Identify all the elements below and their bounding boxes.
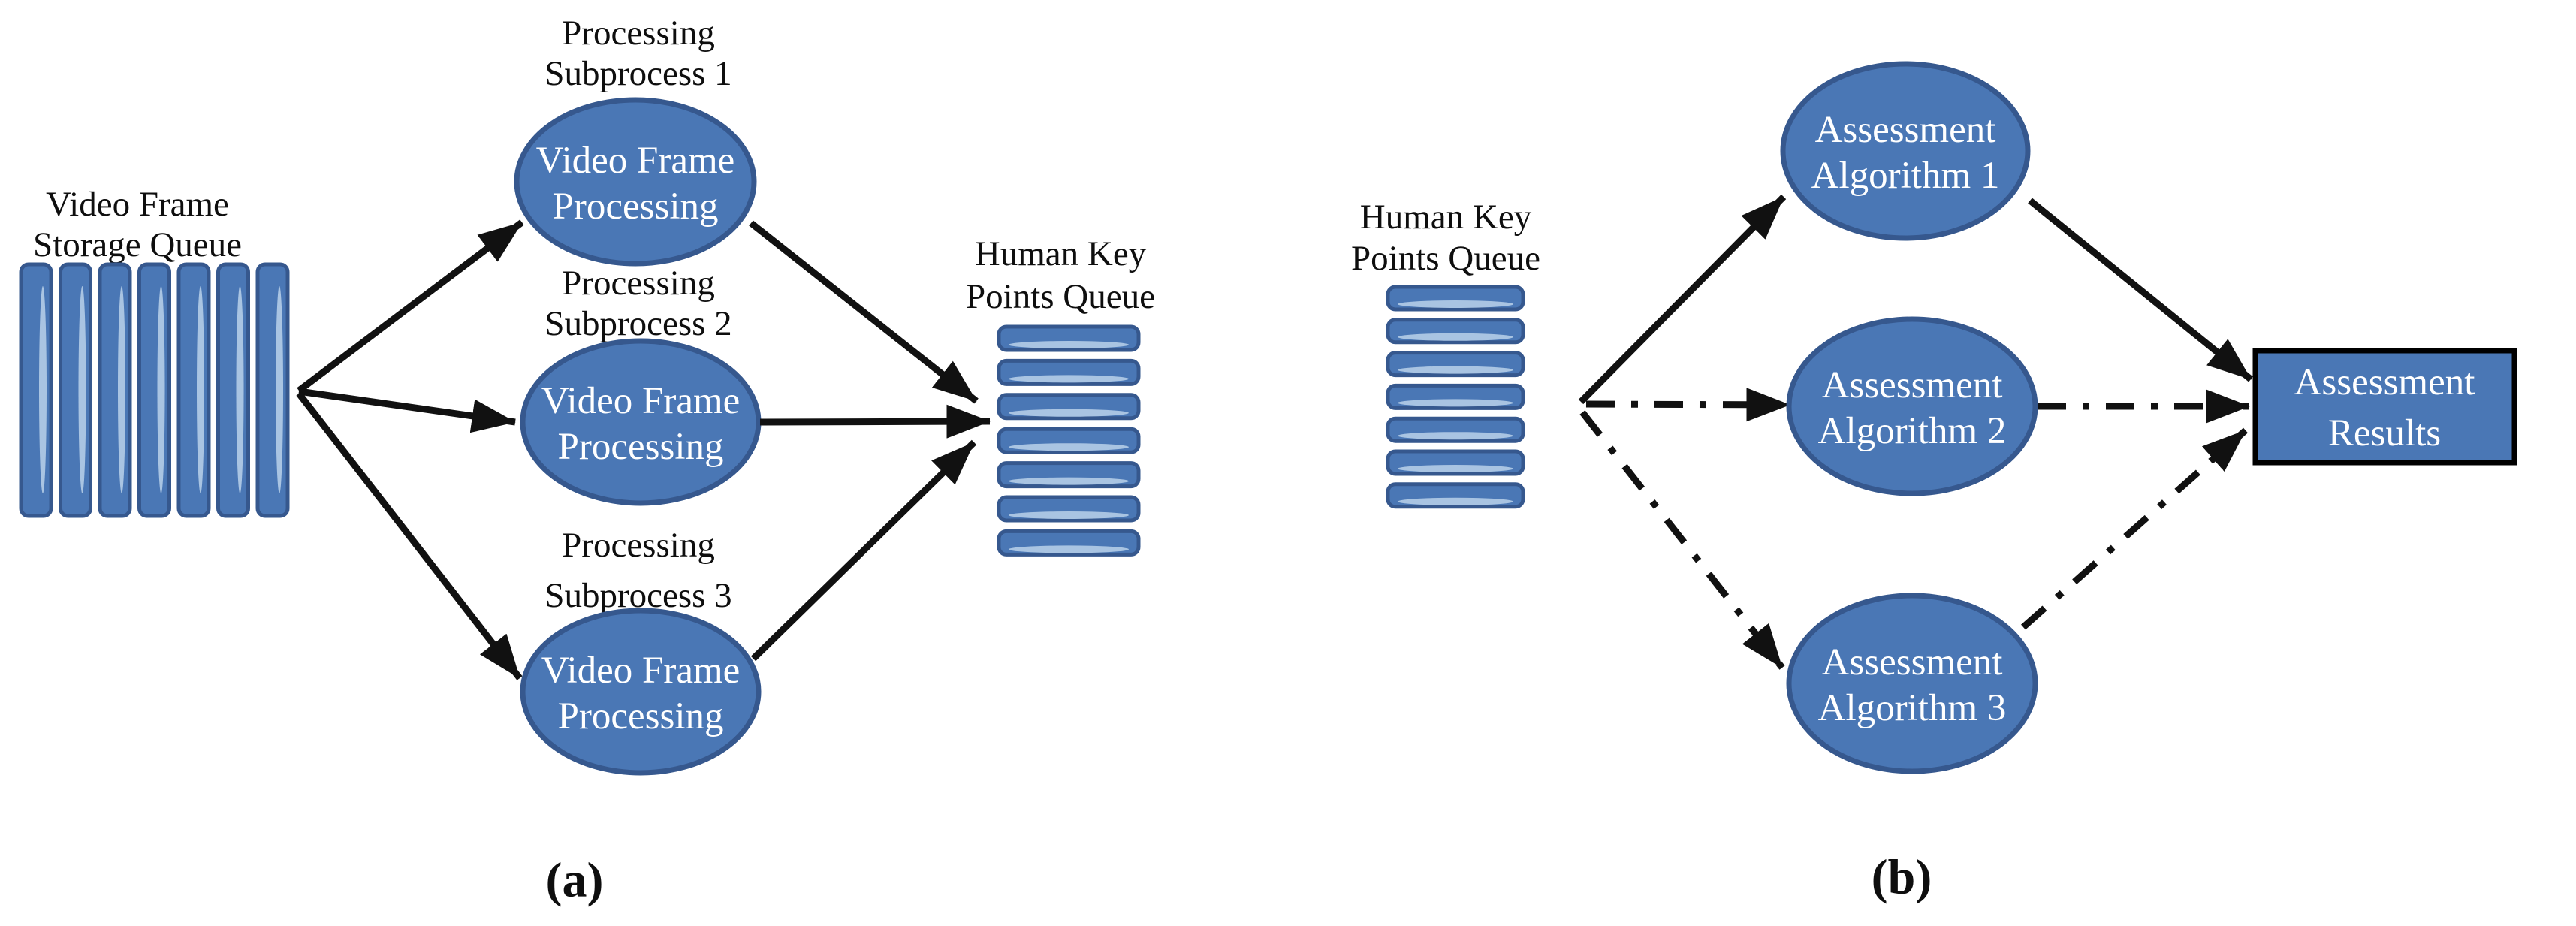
algorithm-2-node	[1786, 316, 2038, 496]
queue-frame-bar	[21, 264, 51, 516]
panel-a-output-queue-label-line2: Points Queue	[966, 277, 1155, 316]
queue-item-bar	[999, 327, 1139, 350]
arrow-queue-to-subprocess-3	[296, 391, 523, 680]
panel-b-input-queue-label-line2: Points Queue	[1351, 239, 1540, 278]
arrow-queue-to-subprocess-1	[297, 219, 524, 394]
queue-frame-bar	[61, 264, 91, 516]
queue-item-bar	[999, 429, 1139, 452]
queue-item-bar	[999, 531, 1139, 554]
queue-item-bar	[1388, 320, 1523, 342]
queue-frame-bar	[258, 264, 288, 516]
queue-item-bar	[1388, 353, 1523, 376]
panel-b-input-queue-label-line1: Human Key	[1360, 198, 1532, 237]
subprocess-1-title-line1: Processing	[562, 14, 715, 53]
arrow-queue-to-algorithm-2	[1585, 388, 1790, 422]
subprocess-1-node-line2: Processing	[553, 186, 719, 228]
human-key-points-queue-b	[1388, 287, 1523, 507]
panel-a-output-queue-label-line1: Human Key	[975, 234, 1147, 273]
arrow-algorithm-1-to-results	[2028, 198, 2253, 382]
subprocess-2-title-line1: Processing	[562, 264, 715, 303]
queue-item-bar	[1388, 418, 1523, 441]
subprocess-1-node	[514, 97, 757, 267]
algorithm-1-node	[1780, 61, 2031, 241]
panel-a-input-queue-label-line2: Storage Queue	[33, 225, 242, 264]
panel-a: Video Frame Storage Queue Processing Sub…	[21, 14, 1155, 908]
algorithm-3-node	[1786, 593, 2038, 774]
queue-item-bar	[1388, 484, 1523, 507]
algorithm-1-node-line2: Algorithm 1	[1811, 155, 2000, 197]
queue-item-bar	[999, 463, 1139, 487]
arrow-algorithm-3-to-results	[2021, 427, 2248, 630]
assessment-results-line2: Results	[2328, 412, 2441, 454]
queue-item-bar	[999, 360, 1139, 384]
queue-frame-bar	[100, 264, 130, 516]
queue-item-bar	[1388, 287, 1523, 309]
algorithm-2-node-line1: Assessment	[1822, 364, 2003, 406]
panel-a-caption: (a)	[546, 853, 604, 908]
panel-b: Human Key Points Queue Assessment Algori…	[1351, 61, 2517, 905]
queue-item-bar	[999, 395, 1139, 418]
algorithm-3-node-line1: Assessment	[1822, 641, 2003, 683]
arrow-subprocess-2-to-queue	[759, 404, 991, 439]
subprocess-3-node-line2: Processing	[558, 695, 724, 737]
subprocess-2-node-line1: Video Frame	[541, 380, 741, 422]
subprocess-1-title-line2: Subprocess 1	[544, 54, 731, 93]
subprocess-3-node-line1: Video Frame	[541, 650, 741, 692]
subprocess-1-node-line1: Video Frame	[536, 140, 735, 182]
subprocess-3-node	[520, 608, 762, 776]
queue-item-bar	[1388, 385, 1523, 408]
queue-frame-bar	[179, 264, 209, 516]
arrow-queue-to-algorithm-3	[1579, 410, 1785, 670]
subprocess-3-title-line1: Processing	[562, 526, 715, 565]
assessment-results-box	[2252, 348, 2517, 466]
assessment-results-line1: Assessment	[2294, 361, 2475, 403]
algorithm-2-node-line2: Algorithm 2	[1818, 410, 2007, 452]
queue-item-bar	[1388, 451, 1523, 474]
algorithm-3-node-line2: Algorithm 3	[1818, 687, 2007, 729]
subprocess-2-node	[520, 338, 762, 506]
arrow-subprocess-1-to-queue	[749, 220, 979, 404]
queue-item-bar	[999, 497, 1139, 520]
video-frame-storage-queue	[21, 264, 288, 516]
queue-frame-bar	[140, 264, 170, 516]
arrow-queue-to-subprocess-2	[298, 388, 516, 433]
human-key-points-queue-a	[999, 327, 1139, 554]
arrow-queue-to-algorithm-1	[1578, 194, 1787, 405]
panel-b-caption: (b)	[1872, 850, 1932, 905]
subprocess-2-title-line2: Subprocess 2	[544, 304, 731, 343]
arrow-subprocess-3-to-queue	[750, 439, 977, 662]
subprocess-2-node-line2: Processing	[558, 426, 724, 468]
panel-a-input-queue-label-line1: Video Frame	[46, 185, 229, 224]
algorithm-1-node-line1: Assessment	[1815, 109, 1996, 151]
queue-frame-bar	[219, 264, 249, 516]
